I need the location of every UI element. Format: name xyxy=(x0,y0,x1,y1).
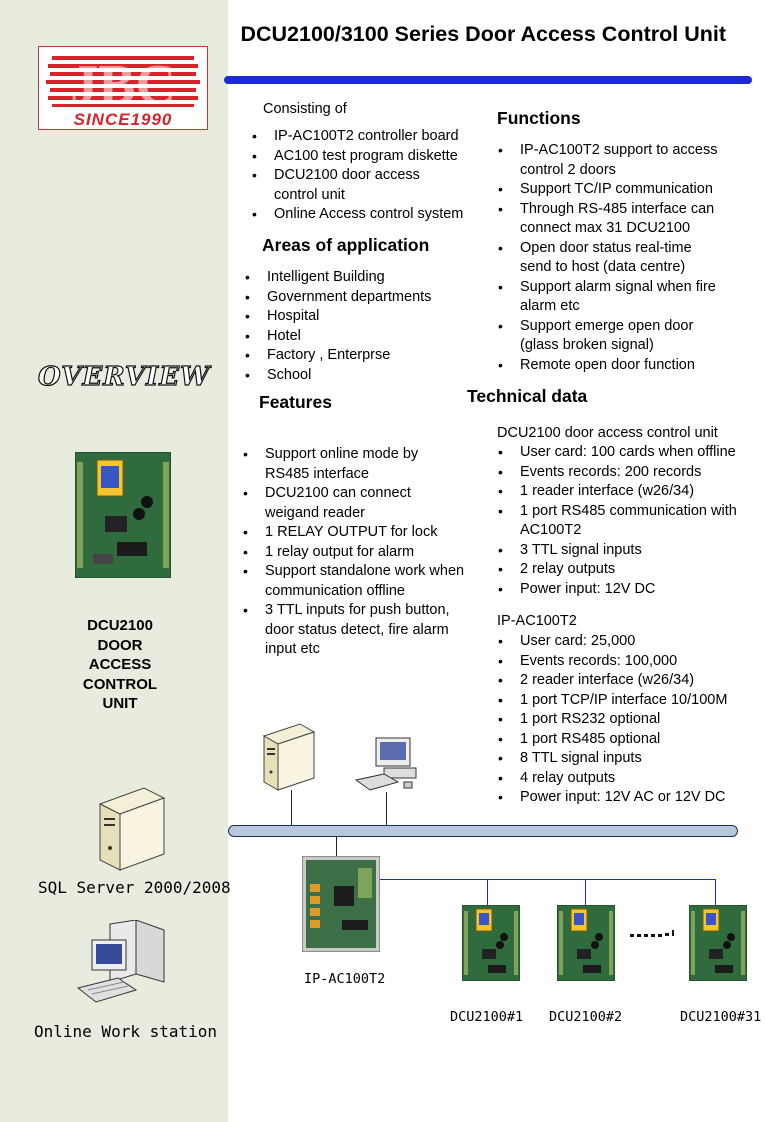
list-item: Support emerge open door (glass broken s… xyxy=(496,317,730,356)
dcu-unit-label: DCU2100#2 xyxy=(549,1009,623,1025)
list-item: School xyxy=(243,366,473,386)
list-item: 8 TTL signal inputs xyxy=(496,749,764,769)
list-item: IP-AC100T2 controller board xyxy=(250,127,495,147)
caption-line: UNIT xyxy=(102,695,138,712)
dcu-unit-label: DCU2100#31 xyxy=(680,1009,762,1025)
rs485-drop xyxy=(585,879,586,905)
dcu2100-board-photo xyxy=(75,452,171,578)
consisting-list: IP-AC100T2 controller board AC100 test p… xyxy=(250,127,495,225)
list-item: Intelligent Building xyxy=(243,268,473,288)
sql-server-icon xyxy=(98,787,166,871)
areas-list: Intelligent Building Government departme… xyxy=(243,268,473,385)
list-item: Support online mode by RS485 interface xyxy=(241,445,445,484)
controller-link xyxy=(336,836,337,858)
list-item: Online Access control system xyxy=(250,205,495,225)
controller-label: IP-AC100T2 xyxy=(304,971,386,987)
list-item: Support standalone work when communicati… xyxy=(241,562,480,601)
list-item: Through RS-485 interface can connect max… xyxy=(496,200,745,239)
list-item: 3 TTL signal inputs xyxy=(496,541,764,561)
logo-tagline: SINCE1990 xyxy=(74,110,173,129)
list-item: 1 reader interface (w26/34) xyxy=(496,482,764,502)
server-icon xyxy=(262,723,316,791)
consisting-heading: Consisting of xyxy=(263,101,347,117)
dcu-unit-icon xyxy=(689,905,747,981)
list-item: Government departments xyxy=(243,288,473,308)
list-item: DCU2100 can connect weigand reader xyxy=(241,484,445,523)
list-item: Remote open door function xyxy=(496,356,756,376)
dcu-caption: DCU2100 DOOR ACCESS CONTROL UNIT xyxy=(40,616,200,714)
jbc-logo: JBC SINCE1990 xyxy=(38,46,208,130)
ip-spec-list: User card: 25,000 Events records: 100,00… xyxy=(496,632,764,808)
list-item: IP-AC100T2 support to access control 2 d… xyxy=(496,141,735,180)
list-item: 3 TTL inputs for push button, door statu… xyxy=(241,601,480,660)
rs485-drop xyxy=(487,879,488,905)
dcu-unit-icon xyxy=(462,905,520,981)
features-list: Support online mode by RS485 interface D… xyxy=(241,445,475,660)
sql-server-label: SQL Server 2000/2008 xyxy=(38,878,231,897)
list-item: DCU2100 door access control unit xyxy=(250,166,454,205)
ip-ac100t2-board-icon xyxy=(302,856,380,952)
technical-heading: Technical data xyxy=(467,386,588,406)
caption-line: ACCESS xyxy=(88,656,152,673)
list-item: Events records: 200 records xyxy=(496,463,764,483)
list-item: Hotel xyxy=(243,327,473,347)
functions-heading: Functions xyxy=(497,108,581,128)
overview-label: OVERVIEW xyxy=(37,361,211,392)
list-item: 1 RELAY OUTPUT for lock xyxy=(241,523,475,543)
list-item: Power input: 12V AC or 12V DC xyxy=(496,788,764,808)
rs485-drop xyxy=(715,879,716,905)
workstation-label: Online Work station xyxy=(34,1022,218,1041)
list-item: Factory , Enterprse xyxy=(243,346,473,366)
list-item: 4 relay outputs xyxy=(496,769,764,789)
ellipsis-dots-icon xyxy=(630,930,674,937)
list-item: 1 port TCP/IP interface 10/100M xyxy=(496,691,764,711)
list-item: User card: 100 cards when offline xyxy=(496,443,764,463)
list-item: 1 port RS232 optional xyxy=(496,710,764,730)
list-item: AC100 test program diskette xyxy=(250,147,495,167)
list-item: 2 reader interface (w26/34) xyxy=(496,671,764,691)
page-title: DCU2100/3100 Series Door Access Control … xyxy=(240,22,726,46)
list-item: 1 relay output for alarm xyxy=(241,543,475,563)
list-item: Open door status real-time send to host … xyxy=(496,239,720,278)
list-item: 1 port RS485 optional xyxy=(496,730,764,750)
dcu-spec-title: DCU2100 door access control unit xyxy=(497,425,718,441)
list-item: Support TC/IP communication xyxy=(496,180,756,200)
logo-letters: JBC xyxy=(70,54,176,116)
computer-icon xyxy=(354,737,417,791)
pc-link xyxy=(386,792,387,826)
server-link xyxy=(291,790,292,826)
list-item: User card: 25,000 xyxy=(496,632,764,652)
dcu-unit-label: DCU2100#1 xyxy=(450,1009,524,1025)
list-item: Support alarm signal when fire alarm etc xyxy=(496,278,745,317)
dcu-spec-list: User card: 100 cards when offline Events… xyxy=(496,443,764,599)
functions-list: IP-AC100T2 support to access control 2 d… xyxy=(496,141,756,375)
caption-line: CONTROL xyxy=(82,675,158,693)
list-item: Power input: 12V DC xyxy=(496,580,764,600)
ip-spec-title: IP-AC100T2 xyxy=(497,613,577,629)
caption-line: DOOR xyxy=(97,636,143,654)
list-item: 1 port RS485 communication with AC100T2 xyxy=(496,502,760,541)
caption-line: DCU2100 xyxy=(87,617,153,634)
title-underline xyxy=(224,76,752,84)
dcu-unit-icon xyxy=(557,905,615,981)
features-heading: Features xyxy=(259,392,332,412)
workstation-icon xyxy=(76,920,165,1003)
rs485-line xyxy=(380,879,716,880)
list-item: 2 relay outputs xyxy=(496,560,764,580)
list-item: Hospital xyxy=(243,307,473,327)
network-bus xyxy=(228,825,738,837)
areas-heading: Areas of application xyxy=(262,235,430,255)
list-item: Events records: 100,000 xyxy=(496,652,764,672)
